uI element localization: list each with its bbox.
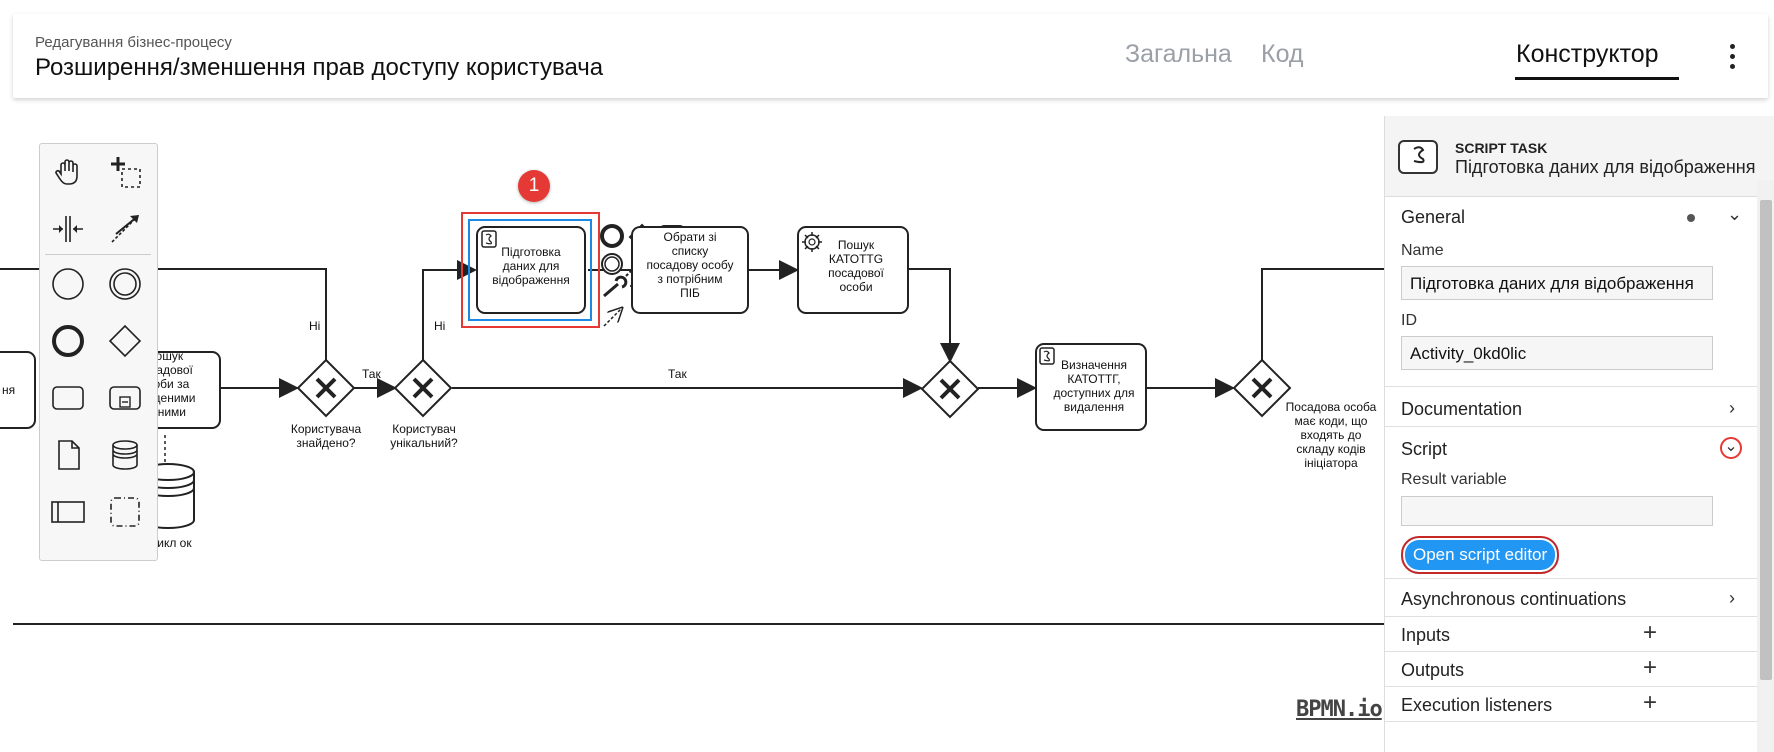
lasso-tool-icon[interactable] bbox=[103, 150, 147, 194]
section-execution-listeners[interactable]: Execution listeners bbox=[1401, 695, 1553, 715]
gateway-codes bbox=[1232, 358, 1292, 418]
flow-g4-right bbox=[1261, 268, 1384, 360]
section-async[interactable]: Asynchronous continuations bbox=[1401, 589, 1627, 609]
divider bbox=[1385, 651, 1757, 652]
name-label: Name bbox=[1401, 242, 1444, 259]
space-tool-icon[interactable] bbox=[46, 207, 90, 251]
panel-header: SCRIPT TASK Підготовка даних для відобра… bbox=[1385, 116, 1774, 197]
service-gear-icon bbox=[802, 232, 822, 252]
chevron-down-icon[interactable]: ⌄ bbox=[1720, 437, 1742, 459]
more-menu-icon[interactable] bbox=[1725, 44, 1739, 74]
flow-label-no1: Ні bbox=[309, 319, 321, 333]
diagram-svg bbox=[0, 212, 1384, 625]
tool-palette bbox=[39, 143, 158, 561]
global-connect-tool-icon[interactable] bbox=[103, 207, 147, 251]
selection-highlight bbox=[461, 212, 600, 328]
chevron-down-icon[interactable]: ⌄ bbox=[1727, 204, 1743, 224]
scrollbar-thumb[interactable] bbox=[1760, 200, 1772, 680]
bpmn-io-logo[interactable]: BPMN.io bbox=[1296, 697, 1383, 722]
active-tab-indicator bbox=[1515, 77, 1679, 80]
pool-icon[interactable] bbox=[46, 490, 90, 534]
name-input[interactable]: Підготовка даних для відображення bbox=[1401, 266, 1713, 300]
intermediate-event-icon[interactable] bbox=[103, 262, 147, 306]
add-listener-icon[interactable]: + bbox=[1643, 689, 1658, 716]
section-general[interactable]: General bbox=[1401, 207, 1466, 227]
element-type: SCRIPT TASK bbox=[1455, 140, 1548, 156]
start-event-icon[interactable] bbox=[46, 262, 90, 306]
divider bbox=[1385, 578, 1757, 579]
flow-label-no2: Ні bbox=[434, 319, 446, 333]
section-documentation[interactable]: Documentation bbox=[1401, 399, 1523, 419]
result-variable-input[interactable] bbox=[1401, 496, 1713, 526]
data-store-icon[interactable] bbox=[103, 433, 147, 477]
open-script-editor-button[interactable]: Open script editor bbox=[1401, 536, 1560, 574]
palette-separator bbox=[45, 254, 151, 255]
result-variable-label: Result variable bbox=[1401, 471, 1507, 488]
task-choose-person bbox=[631, 226, 749, 314]
flow-no2 bbox=[422, 260, 477, 360]
section-script[interactable]: Script bbox=[1401, 439, 1448, 459]
hand-tool-icon[interactable] bbox=[46, 150, 90, 194]
task-search-katottg bbox=[797, 226, 909, 314]
flow-label-yes1: Так bbox=[362, 367, 381, 381]
page-header: Редагування бізнес-процесу Розширення/зм… bbox=[13, 14, 1768, 98]
label-left-partial: ня bbox=[2, 383, 16, 397]
divider bbox=[1385, 386, 1757, 387]
section-inputs[interactable]: Inputs bbox=[1401, 625, 1451, 645]
flow-katottg-g3 bbox=[908, 268, 960, 363]
end-event-icon[interactable] bbox=[46, 319, 90, 363]
script-task-icon bbox=[1398, 140, 1438, 174]
task-prepare bbox=[476, 226, 586, 314]
script-icon-define bbox=[1039, 347, 1055, 365]
group-icon[interactable] bbox=[103, 490, 147, 534]
page-title: Розширення/зменшення прав доступу корист… bbox=[35, 54, 604, 81]
subprocess-icon[interactable] bbox=[103, 376, 147, 420]
task-icon[interactable] bbox=[46, 376, 90, 420]
gateway-icon[interactable] bbox=[103, 319, 147, 363]
add-input-icon[interactable]: + bbox=[1643, 619, 1658, 646]
properties-panel: SCRIPT TASK Підготовка даних для відобра… bbox=[1384, 116, 1774, 752]
tab-code[interactable]: Код bbox=[1261, 40, 1304, 68]
callout-badge-1: 1 bbox=[518, 170, 550, 202]
selection-outline bbox=[468, 219, 592, 321]
divider bbox=[1385, 426, 1757, 427]
task-define-katottg bbox=[1035, 343, 1147, 431]
divider bbox=[1385, 686, 1757, 687]
divider bbox=[1385, 616, 1757, 617]
element-name: Підготовка даних для відображення bbox=[1455, 157, 1756, 177]
add-output-icon[interactable]: + bbox=[1643, 654, 1658, 681]
chevron-right-icon[interactable]: › bbox=[1729, 398, 1735, 418]
tab-general[interactable]: Загальна bbox=[1125, 40, 1232, 68]
panel-scrollbar[interactable] bbox=[1757, 180, 1774, 752]
tab-constructor[interactable]: Конструктор bbox=[1516, 40, 1659, 68]
flow-label-yes2: Так bbox=[668, 367, 687, 381]
gateway-user-unique bbox=[393, 358, 453, 418]
gateway-merge bbox=[920, 359, 980, 419]
changed-indicator bbox=[1687, 214, 1695, 222]
id-label: ID bbox=[1401, 312, 1417, 329]
page-subtitle: Редагування бізнес-процесу bbox=[35, 34, 232, 51]
script-icon bbox=[481, 230, 497, 248]
divider bbox=[1385, 721, 1757, 722]
label-datastore: Цикл ок bbox=[148, 536, 192, 550]
chevron-right-icon[interactable]: › bbox=[1729, 588, 1735, 608]
section-outputs[interactable]: Outputs bbox=[1401, 660, 1465, 680]
task-left-partial bbox=[0, 351, 36, 429]
gateway-user-found bbox=[296, 358, 356, 418]
data-object-icon[interactable] bbox=[46, 433, 90, 477]
id-input[interactable]: Activity_0kd0lic bbox=[1401, 336, 1713, 370]
